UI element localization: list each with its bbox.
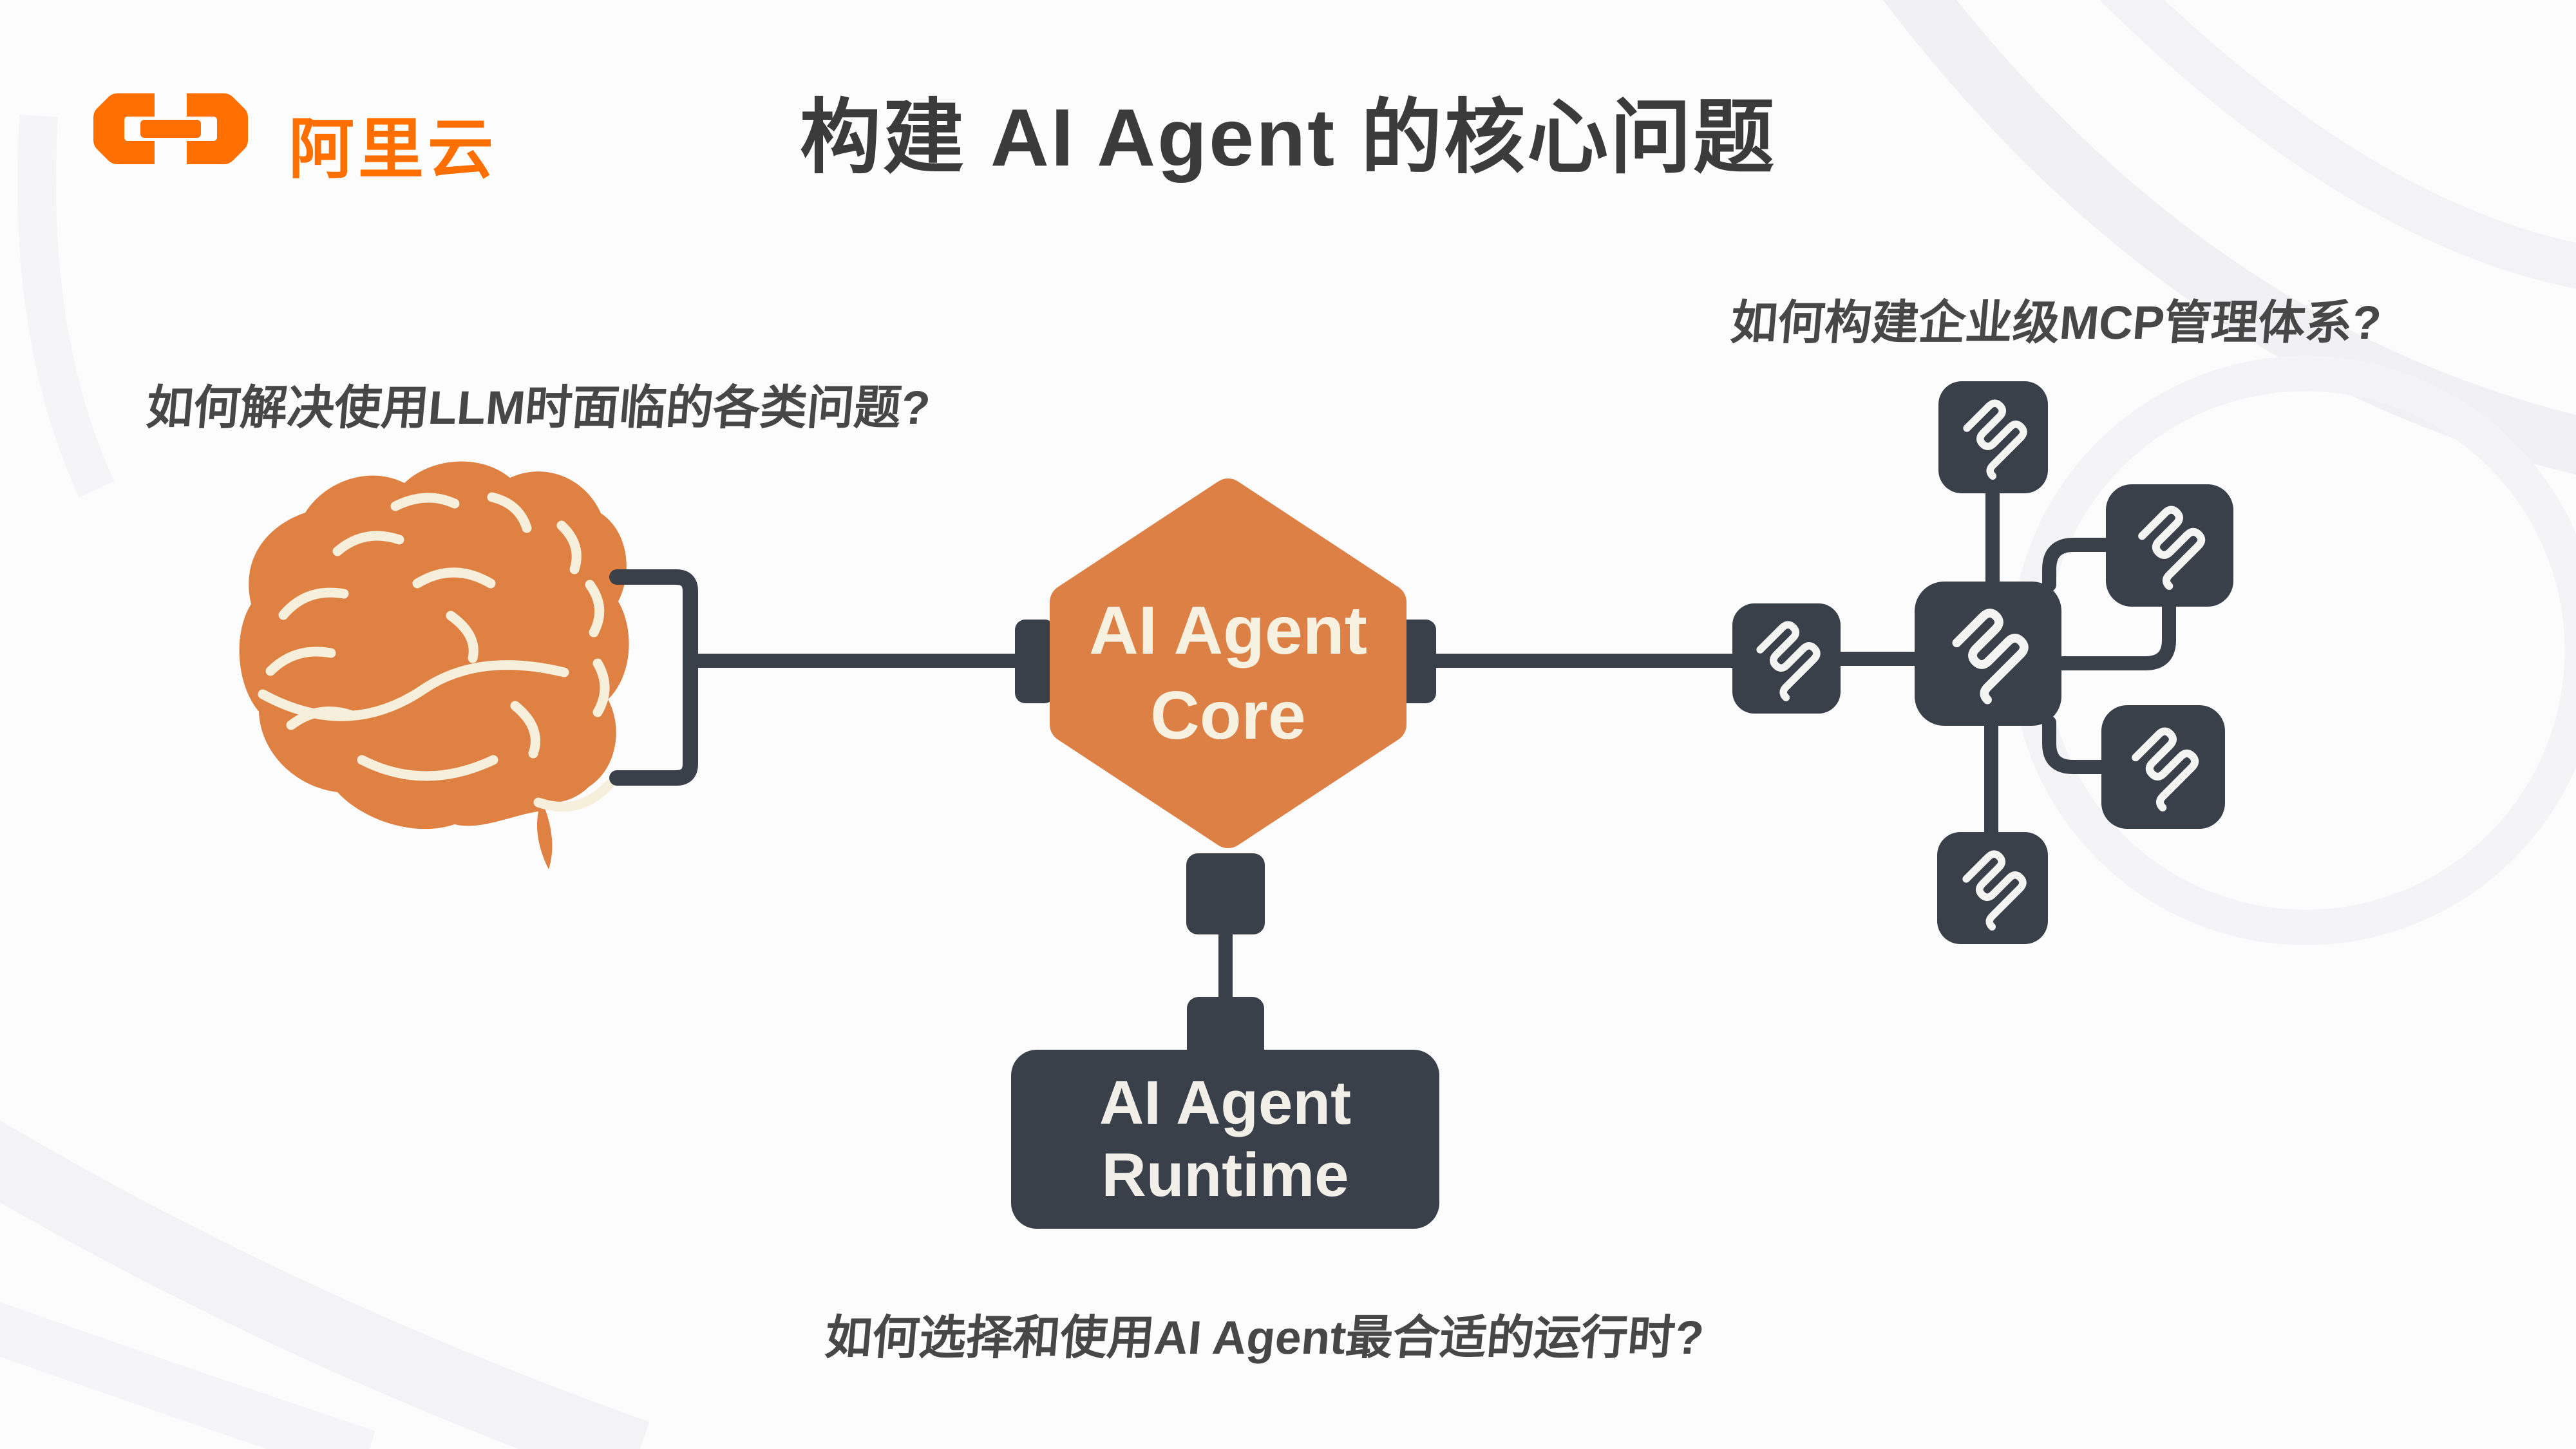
mcp-node-bottom [1937, 832, 2048, 944]
ai-agent-runtime-box [1011, 1050, 1439, 1229]
mcp-connector-hub-to-right-bottom [2042, 715, 2110, 774]
mcp-hub-node [1915, 582, 2061, 726]
hexagon-connector-tabs [1015, 620, 1436, 1073]
mcp-node-left [1732, 603, 1841, 714]
runtime-label-line1: AI Agent [1099, 1068, 1352, 1137]
question-mcp-management: 如何构建企业级MCP管理体系? [1728, 297, 2383, 349]
question-runtime: 如何选择和使用AI Agent最合适的运行时? [822, 1312, 1706, 1364]
ai-agent-core-label: AI Agent Core [1051, 567, 1405, 779]
bracket-connector [609, 569, 698, 786]
alibaba-cloud-logo-icon [93, 93, 248, 164]
question-llm: 如何解决使用LLM时面临的各类问题? [144, 382, 933, 434]
core-label-line1: AI Agent [1089, 592, 1367, 668]
brain-icon [239, 461, 629, 869]
runtime-label-line2: Runtime [1101, 1141, 1349, 1209]
core-label-line2: Core [1150, 677, 1306, 753]
mcp-node-top [1938, 381, 2048, 493]
ai-agent-core-hexagon [1050, 478, 1406, 848]
mcp-connector-hub-to-right-top [2042, 538, 2114, 592]
ai-agent-runtime-label: AI Agent Runtime [1011, 1050, 1439, 1229]
hexagon-tab-left [1015, 620, 1055, 703]
page-title: 构建 AI Agent 的核心问题 [799, 92, 1777, 183]
mcp-node-right-bottom [2101, 705, 2225, 829]
brand-name: 阿里云 [289, 113, 497, 186]
mcp-connector-right-top-to-hub [2051, 600, 2176, 670]
hexagon-tab-bottom [1186, 853, 1265, 934]
mcp-node-right-top [2106, 484, 2233, 607]
